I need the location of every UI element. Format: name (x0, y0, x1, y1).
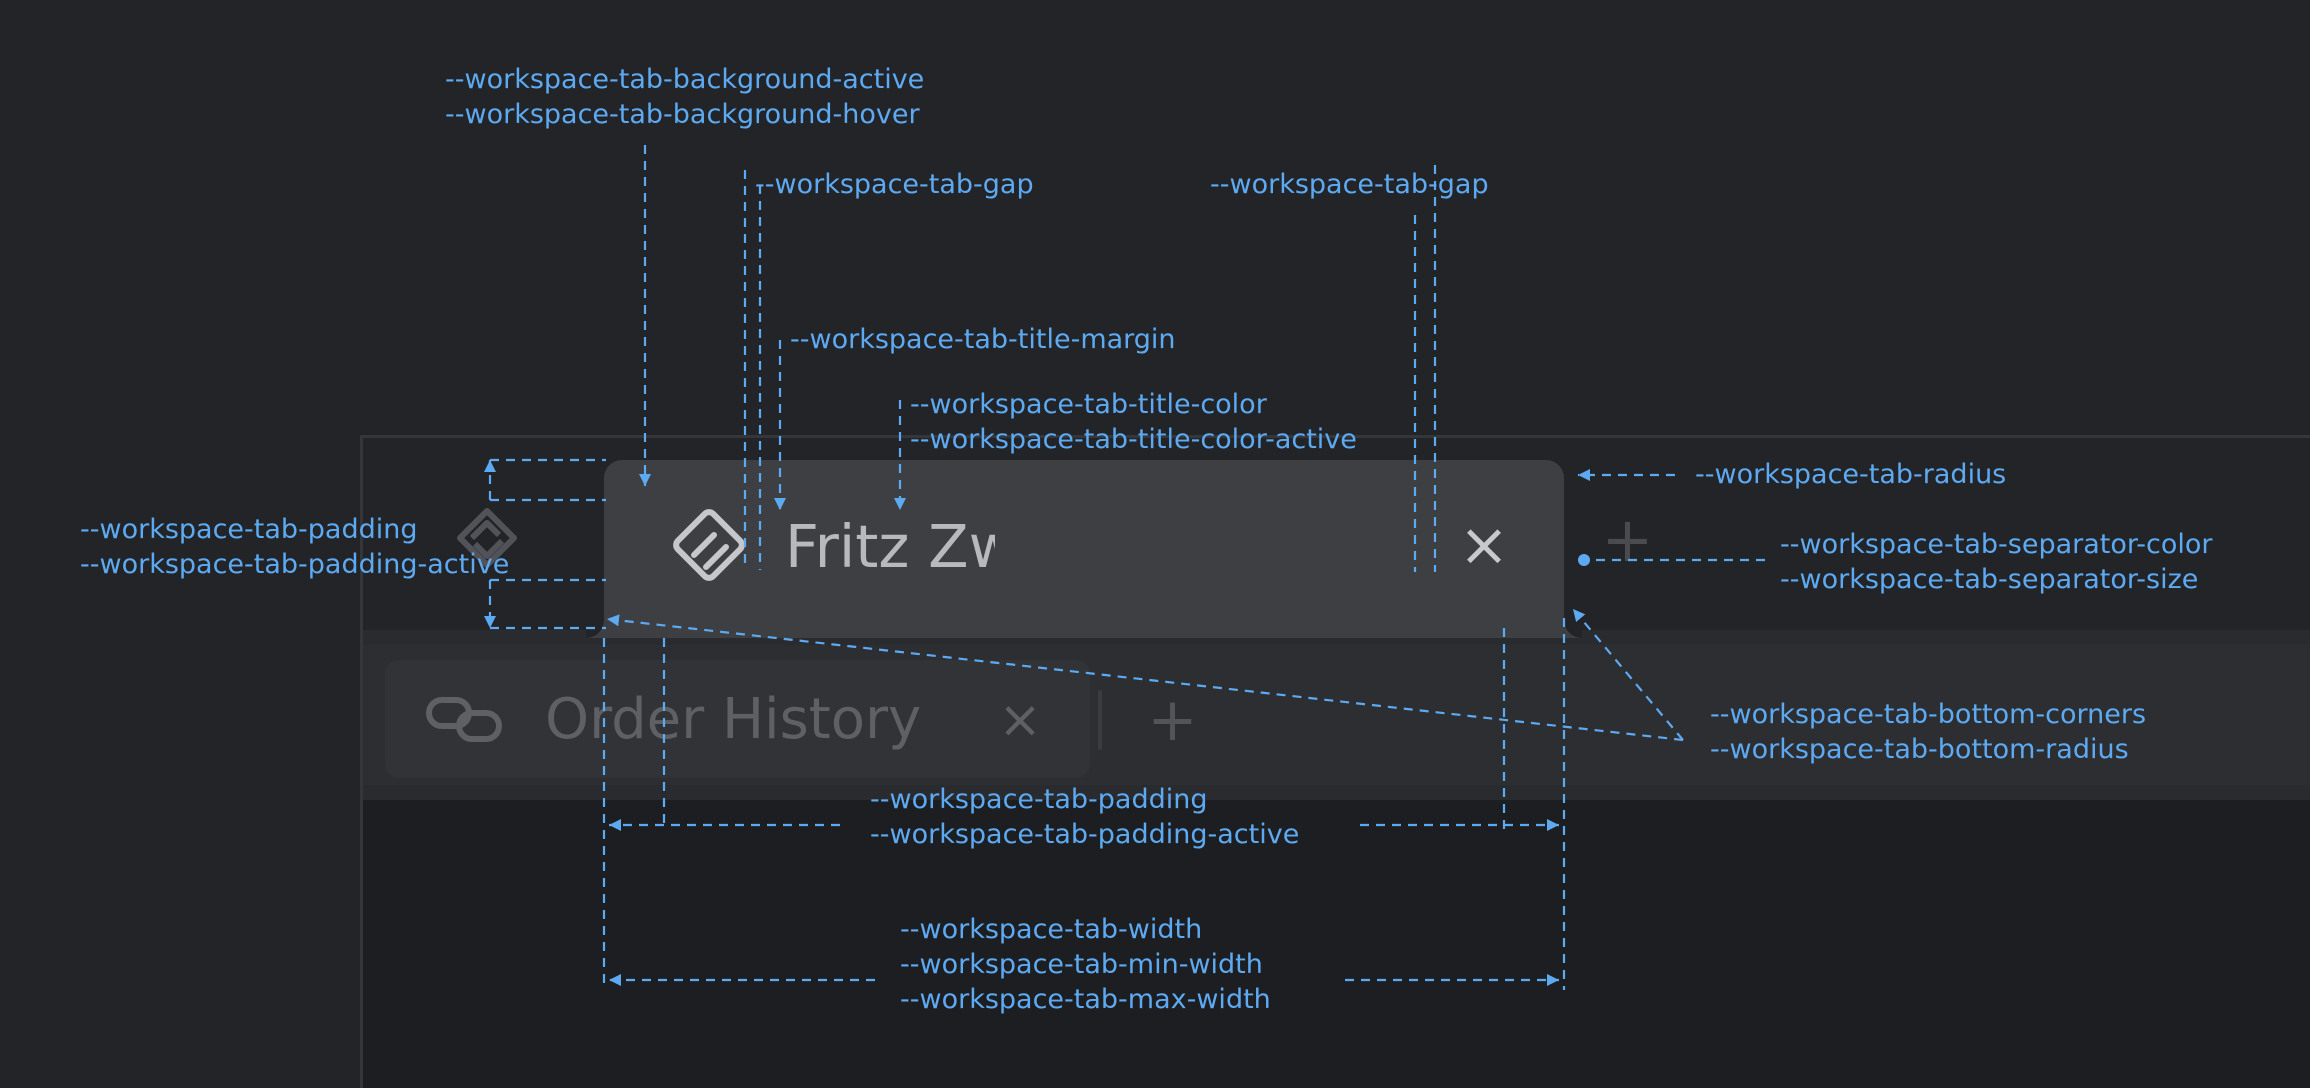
annotation-title-color-active: --workspace-tab-title-color-active (910, 424, 1357, 455)
annotation-title-color: --workspace-tab-title-color (910, 389, 1267, 420)
app-logo-icon[interactable] (452, 505, 522, 575)
annotation-background-hover: --workspace-tab-background-hover (445, 99, 920, 130)
inactive-tab-title: Order History (545, 687, 922, 752)
annotation-background-active: --workspace-tab-background-active (445, 64, 925, 95)
annotation-padding-horizontal: --workspace-tab-padding (870, 784, 1208, 815)
new-tab-button[interactable]: + (1601, 503, 1654, 576)
tab-title: Fritz Zwiky - Client Workspace (785, 512, 995, 581)
annotation-separator-size: --workspace-tab-separator-size (1780, 564, 2199, 595)
annotation-padding: --workspace-tab-padding (80, 514, 418, 545)
active-tab[interactable]: Fritz Zwiky - Client Workspace × (586, 460, 1582, 638)
annotation-bottom-corners: --workspace-tab-bottom-corners (1710, 699, 2147, 730)
bottom-corner-right (1564, 620, 1582, 638)
annotation-padding-horizontal-active: --workspace-tab-padding-active (870, 819, 1300, 850)
annotation-title-margin: --workspace-tab-title-margin (790, 324, 1176, 355)
annotation-separator-color: --workspace-tab-separator-color (1780, 529, 2213, 560)
annotation-padding-active: --workspace-tab-padding-active (80, 549, 510, 580)
annotation-tab-min-width: --workspace-tab-min-width (900, 949, 1263, 980)
link-icon (426, 697, 502, 742)
annotation-tab-radius: --workspace-tab-radius (1695, 459, 2007, 490)
new-tab-button[interactable]: + (1147, 685, 1198, 755)
annotation-tab-max-width: --workspace-tab-max-width (900, 984, 1271, 1015)
annotation-tab-width: --workspace-tab-width (900, 914, 1203, 945)
tab-app-icon (673, 509, 745, 581)
close-icon[interactable]: × (1458, 510, 1510, 580)
tab-separator (1098, 690, 1102, 750)
annotation-tab-gap-right: --workspace-tab-gap (1210, 169, 1489, 200)
inactive-tab[interactable]: Order History × (385, 660, 1090, 778)
annotation-bottom-radius: --workspace-tab-bottom-radius (1710, 734, 2129, 765)
annotation-tab-gap-left: --workspace-tab-gap (755, 169, 1034, 200)
close-icon[interactable]: × (998, 690, 1042, 750)
